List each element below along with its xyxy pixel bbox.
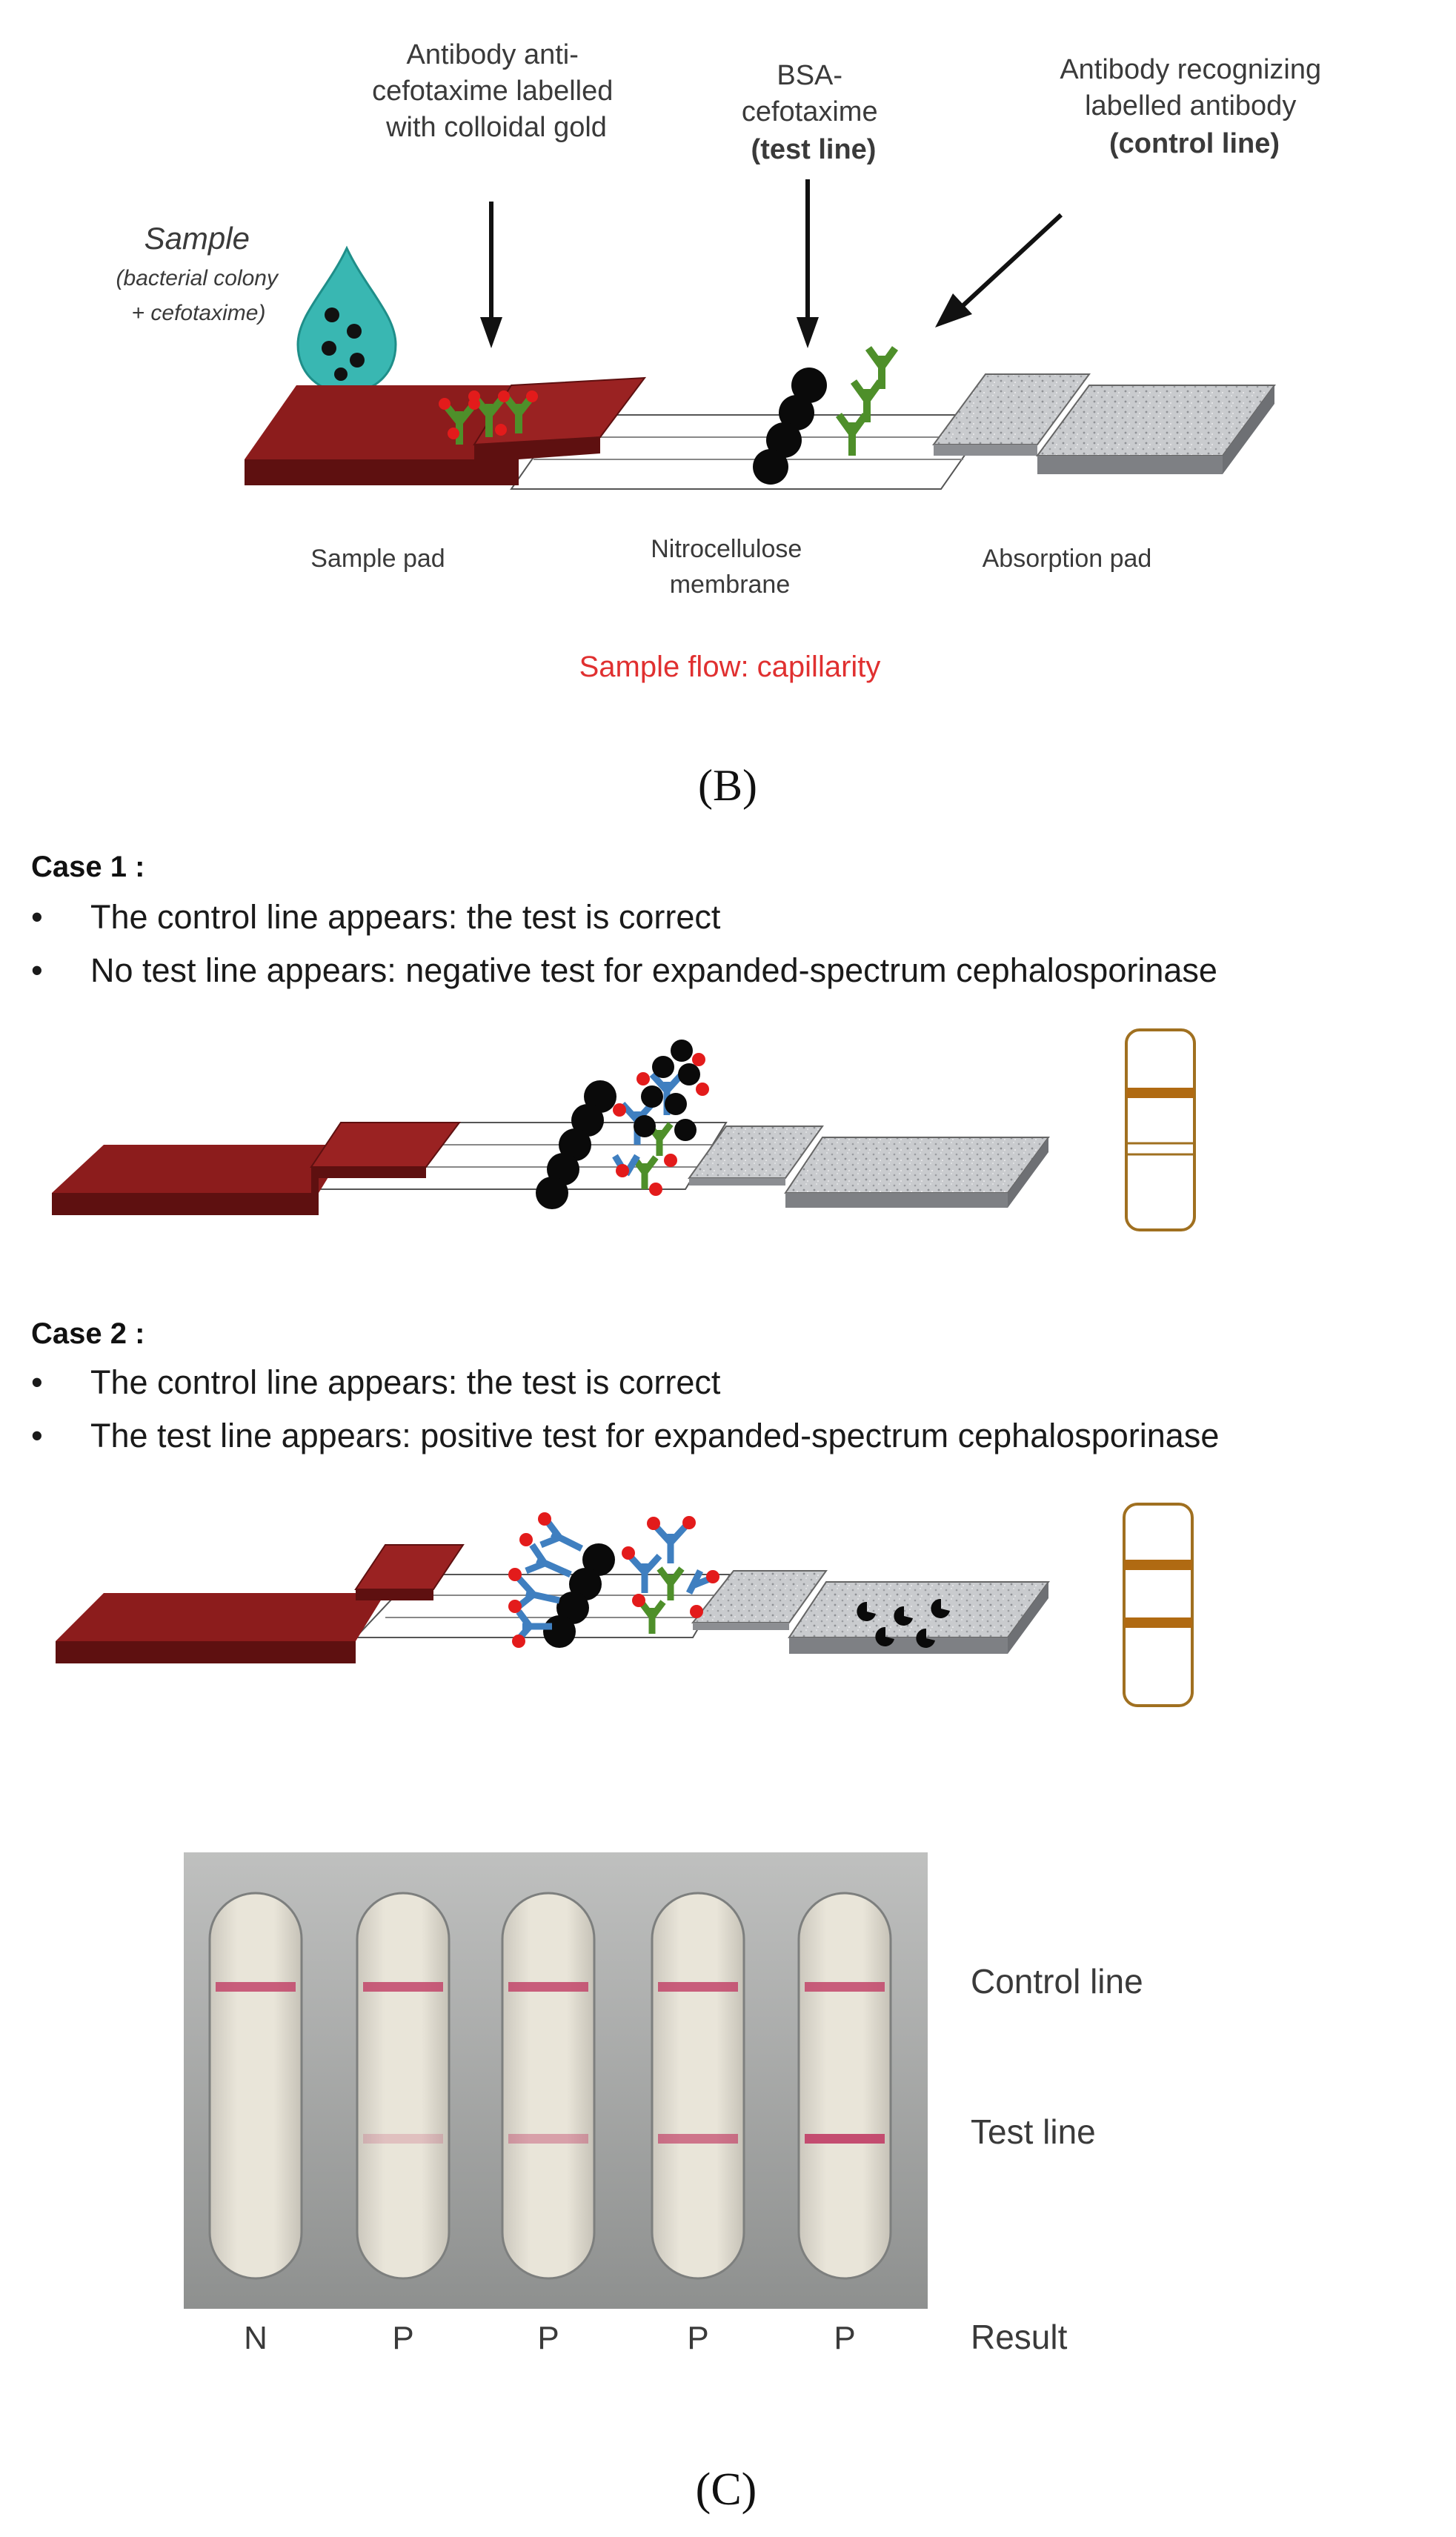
membrane-label: Nitrocellulose membrane [651,535,809,599]
case-2-diagram [56,1503,1194,1707]
strip-result-label: N [244,2320,267,2356]
control-line-band [658,1982,738,1992]
case-2-bullet-1: •The control line appears: the test is c… [31,1363,721,1401]
test-line-band [508,2134,588,2144]
sample-pad-label: Sample pad [310,545,445,573]
gold-antibodies [439,390,538,445]
strip-window [356,1892,451,2280]
annotation-arrows [480,179,1063,348]
test-strip-5 [797,1892,892,2280]
strip-result-label: P [392,2320,413,2356]
test-line-band [363,2134,443,2144]
case-1-cassette [1125,1028,1196,1231]
test-line-band [658,2134,738,2144]
control-line-band [363,1982,443,1992]
strip-result-label: P [834,2320,855,2356]
result-row-label: Result [971,2318,1068,2356]
test-strip-photo: Control line Test line Result N P P P P [184,1852,1143,2356]
case-1-diagram [52,1028,1196,1231]
panel-b: Antibody anti- cefotaxime labelled with … [116,39,1329,810]
case-1-title: Case 1 : [31,851,145,883]
test-strip-4 [651,1892,745,2280]
panel-b-label: (B) [698,761,757,810]
panel-c-label: (C) [696,2464,757,2515]
control-line-band [805,1982,885,1992]
case-2-bullet-2: •The test line appears: positive test fo… [31,1417,1220,1454]
test-strip-1 [208,1892,303,2280]
control-line-band [216,1982,296,1992]
lateral-flow-strip [245,346,1276,490]
case-2-cassette [1123,1503,1194,1707]
sample-label: Sample (bacterial colony + cefotaxime) [116,221,282,325]
case-2-title: Case 2 : [31,1317,145,1350]
strip-window [208,1892,303,2280]
test-strip-2 [356,1892,451,2280]
absorption-pad-label: Absorption pad [983,545,1152,573]
test-line-row-label: Test line [971,2112,1096,2151]
antibody-gold-label: Antibody anti- cefotaxime labelled with … [372,39,621,143]
strip-window [651,1892,745,2280]
control-antibody-label: Antibody recognizing labelled antibody (… [1060,54,1329,159]
test-line-band [805,2134,885,2144]
case-1-bullet-1: •The control line appears: the test is c… [31,898,721,936]
test-line-beads [753,368,827,485]
sample-flow-label: Sample flow: capillarity [579,651,881,683]
strip-window [797,1892,892,2280]
strip-result-label: P [537,2320,559,2356]
control-line-antibodies [835,346,899,456]
control-line-row-label: Control line [971,1962,1143,2001]
case-1-bullet-2: •No test line appears: negative test for… [31,951,1217,989]
strip-window [501,1892,596,2280]
sample-droplet [296,245,397,394]
bsa-cefotaxime-label: BSA- cefotaxime (test line) [742,60,885,165]
test-strip-3 [501,1892,596,2280]
control-line-band [508,1982,588,1992]
strip-result-label: P [687,2320,708,2356]
